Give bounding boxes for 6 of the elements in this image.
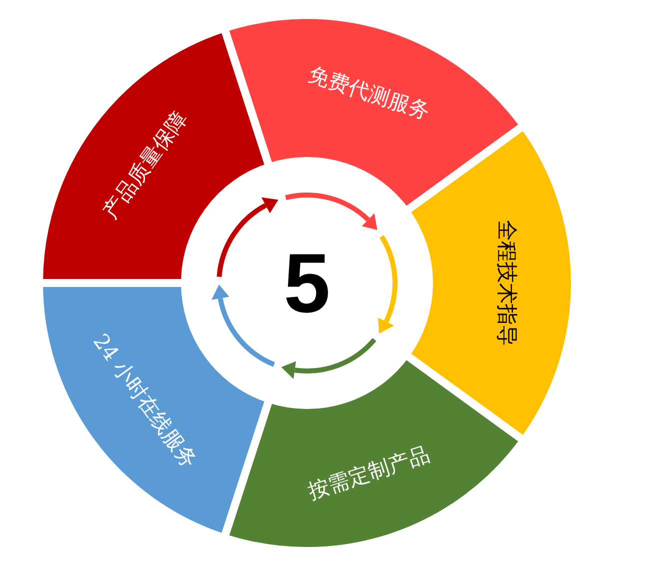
center-number: 5 (284, 241, 330, 325)
segment-label: 按需定制产品 (304, 441, 434, 506)
segment-label: 全程技术指导 (494, 220, 520, 346)
segment-label: 产品质量保障 (97, 106, 193, 225)
segment-label: 24 小时在线服务 (88, 328, 203, 474)
segment-label: 免费代测服务 (304, 60, 434, 126)
